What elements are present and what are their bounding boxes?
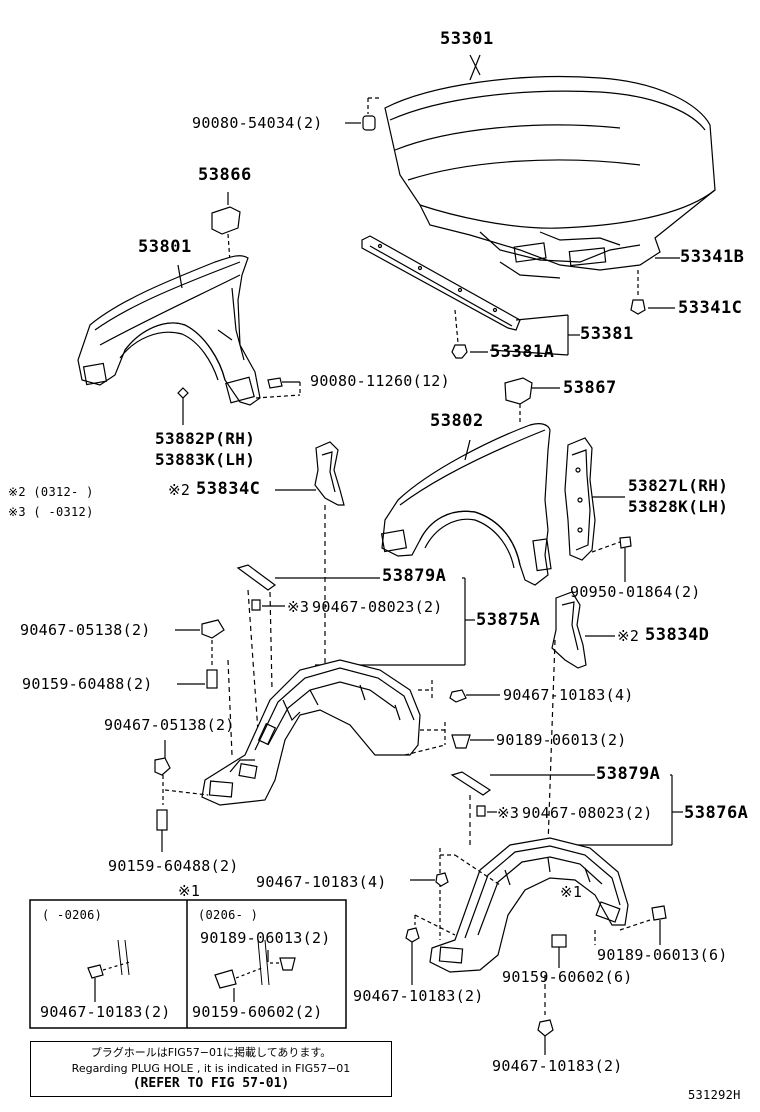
label-90467-10183-front: 90467-10183(4) (503, 686, 634, 704)
label-53381: 53381 (580, 324, 634, 344)
inset-right-part-b: 90159-60602(2) (192, 1003, 323, 1021)
fender-liner-bracket (564, 437, 596, 561)
label-90159-60488-lower: 90159-60488(2) (108, 857, 239, 875)
label-53301: 53301 (440, 29, 494, 49)
label-90189-06013-rear: 90189-06013(6) (597, 946, 728, 964)
label-90467-08023-upper: 90467-08023(2) (312, 598, 443, 616)
seal-53834D (551, 591, 587, 669)
label-53834D: 53834D (645, 625, 710, 645)
label-53866: 53866 (198, 165, 252, 185)
plug-hole-note: プラグホールはFIG57−01に掲載してあります。 Regarding PLUG… (30, 1041, 392, 1097)
label-53827L: 53827L(RH) (628, 476, 729, 495)
note-line-ref: (REFER TO FIG 57-01) (132, 1076, 290, 1091)
label-90467-08023-lower: 90467-08023(2) (522, 804, 653, 822)
label-mark1-center: ※1 (178, 882, 201, 900)
label-53834C: 53834C (196, 479, 261, 499)
label-90159-60488-upper: 90159-60488(2) (22, 675, 153, 693)
label-90467-10183-rear: 90467-10183(4) (256, 873, 387, 891)
label-90159-60602-rear: 90159-60602(6) (502, 968, 633, 986)
label-53801: 53801 (138, 237, 192, 257)
label-90467-08023-lower-mark: ※3 (497, 804, 520, 822)
label-53875A: 53875A (476, 610, 541, 630)
inset-right-date: (0206- ) (198, 908, 259, 922)
fender-liner-front (201, 659, 421, 806)
label-90467-08023-upper-mark: ※3 (287, 598, 310, 616)
label-90467-05138-lower: 90467-05138(2) (104, 716, 235, 734)
label-53834D-mark: ※2 (617, 627, 640, 645)
label-53883K: 53883K(LH) (155, 450, 256, 469)
front-fender-right (380, 423, 552, 586)
front-fender-left (77, 255, 261, 406)
label-53834C-mark: ※2 (168, 481, 191, 499)
label-90080-54034: 90080-54034(2) (192, 114, 323, 132)
figure-code: 531292H (688, 1088, 741, 1102)
label-90950-01864: 90950-01864(2) (570, 583, 701, 601)
label-90080-11260: 90080-11260(12) (310, 372, 450, 390)
label-mark1-inner: ※1 (560, 883, 583, 901)
hood-seal (361, 235, 521, 331)
label-53882P: 53882P(RH) (155, 429, 256, 448)
label-53879A-lower: 53879A (596, 764, 661, 784)
inset-left-date: ( -0206) (42, 908, 103, 922)
label-53802: 53802 (430, 411, 484, 431)
inset-left-part: 90467-10183(2) (40, 1003, 171, 1021)
label-53381A: 53381A (490, 342, 555, 362)
label-53341C: 53341C (678, 298, 743, 318)
note-line-jp: プラグホールはFIG57−01に掲載してあります。 (90, 1046, 332, 1059)
label-53867: 53867 (563, 378, 617, 398)
label-90189-06013-front: 90189-06013(2) (496, 731, 627, 749)
label-90467-05138-upper: 90467-05138(2) (20, 621, 151, 639)
inset-right-part-a: 90189-06013(2) (200, 929, 331, 947)
label-90467-10183-bottom: 90467-10183(2) (492, 1057, 623, 1075)
label-90467-10183-left: 90467-10183(2) (353, 987, 484, 1005)
label-53879A-upper: 53879A (382, 566, 447, 586)
legend-mark2: ※2 (0312- ) (8, 485, 94, 499)
label-53876A: 53876A (684, 803, 749, 823)
label-53341B: 53341B (680, 247, 745, 267)
legend-mark3: ※3 ( -0312) (8, 505, 94, 519)
note-line-en: Regarding PLUG HOLE , it is indicated in… (71, 1062, 351, 1075)
hood-panel (384, 54, 716, 279)
seal-53834C (314, 441, 345, 506)
label-53828K: 53828K(LH) (628, 497, 729, 516)
